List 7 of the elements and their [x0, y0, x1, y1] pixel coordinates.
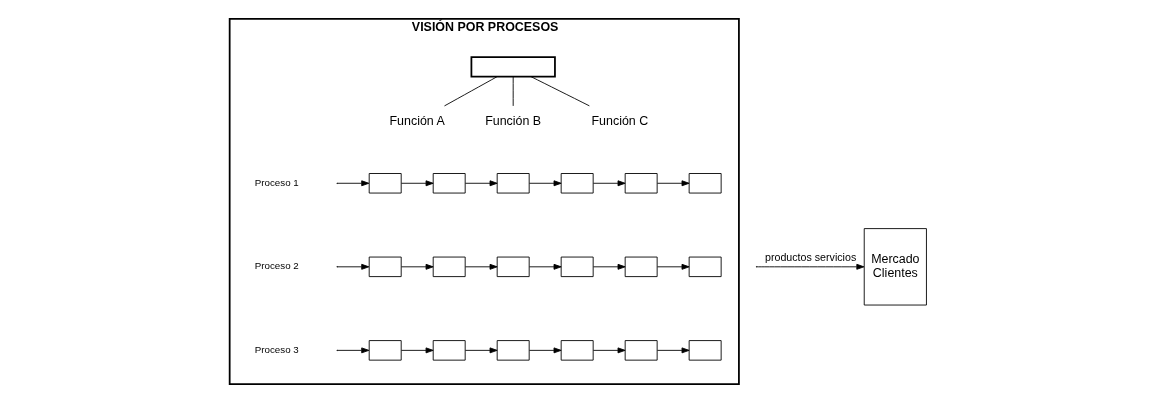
- node-text: Función C: [591, 114, 649, 129]
- node-text: Función A: [389, 114, 445, 129]
- label: Proceso 3: [254, 343, 299, 355]
- label: Proceso 1: [254, 176, 299, 188]
- node-text: Función B: [485, 114, 542, 129]
- label: Proceso 2: [254, 260, 299, 272]
- edge-label: productos servicios: [765, 251, 857, 264]
